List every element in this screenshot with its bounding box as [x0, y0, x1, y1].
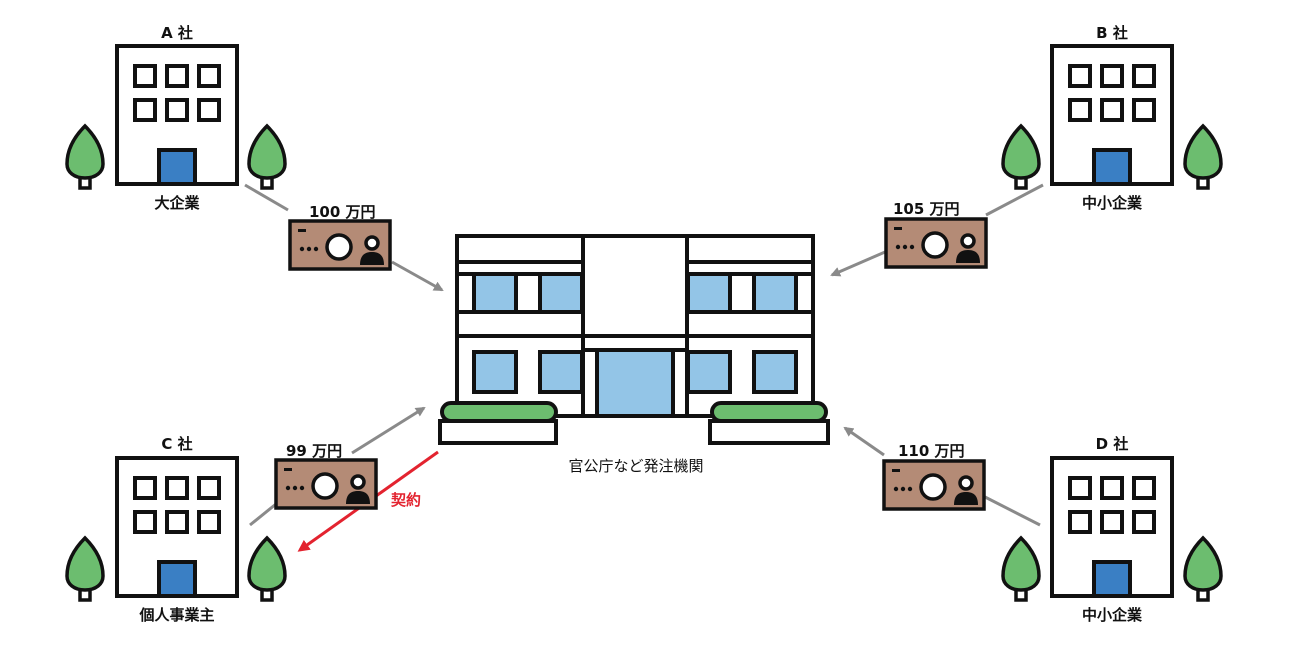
contract-label: 契約: [391, 491, 422, 509]
bid-arrow-c: [249, 406, 426, 527]
tree-icon: [1001, 536, 1041, 602]
company-c-bid: 99 万円: [286, 442, 343, 460]
company-a-name: A 社: [161, 24, 193, 42]
company-c-type: 個人事業主: [139, 606, 215, 624]
tree-icon: [65, 124, 105, 190]
tree-icon: [1183, 124, 1223, 190]
tree-icon: [1183, 536, 1223, 602]
company-b-bid: 105 万円: [893, 200, 960, 218]
company-a-type: 大企業: [154, 194, 200, 212]
tree-icon: [247, 536, 287, 602]
tree-icon: [247, 124, 287, 190]
company-d-name: D 社: [1095, 435, 1129, 453]
bid-card-c-icon: [274, 458, 378, 510]
government-building-icon: [438, 234, 830, 445]
company-b-name: B 社: [1096, 24, 1128, 42]
bid-arrow-d: [843, 426, 1041, 527]
company-c-building-icon: [115, 456, 239, 598]
company-b-building-icon: [1050, 44, 1174, 186]
bid-card-d-icon: [882, 459, 986, 511]
company-a-bid: 100 万円: [309, 203, 376, 221]
company-d-type: 中小企業: [1081, 606, 1143, 624]
company-a-building-icon: [115, 44, 239, 186]
company-b-type: 中小企業: [1081, 194, 1143, 212]
bid-card-a-icon: [288, 219, 392, 271]
bid-arrow-b: [830, 183, 1044, 277]
company-d-building-icon: [1050, 456, 1174, 598]
tree-icon: [1001, 124, 1041, 190]
bid-arrow-a: [244, 183, 444, 292]
bid-card-b-icon: [884, 217, 988, 269]
company-d-bid: 110 万円: [898, 442, 965, 460]
company-c-name: C 社: [161, 435, 193, 453]
government-agency-label: 官公庁など発注機関: [568, 457, 704, 475]
tree-icon: [65, 536, 105, 602]
